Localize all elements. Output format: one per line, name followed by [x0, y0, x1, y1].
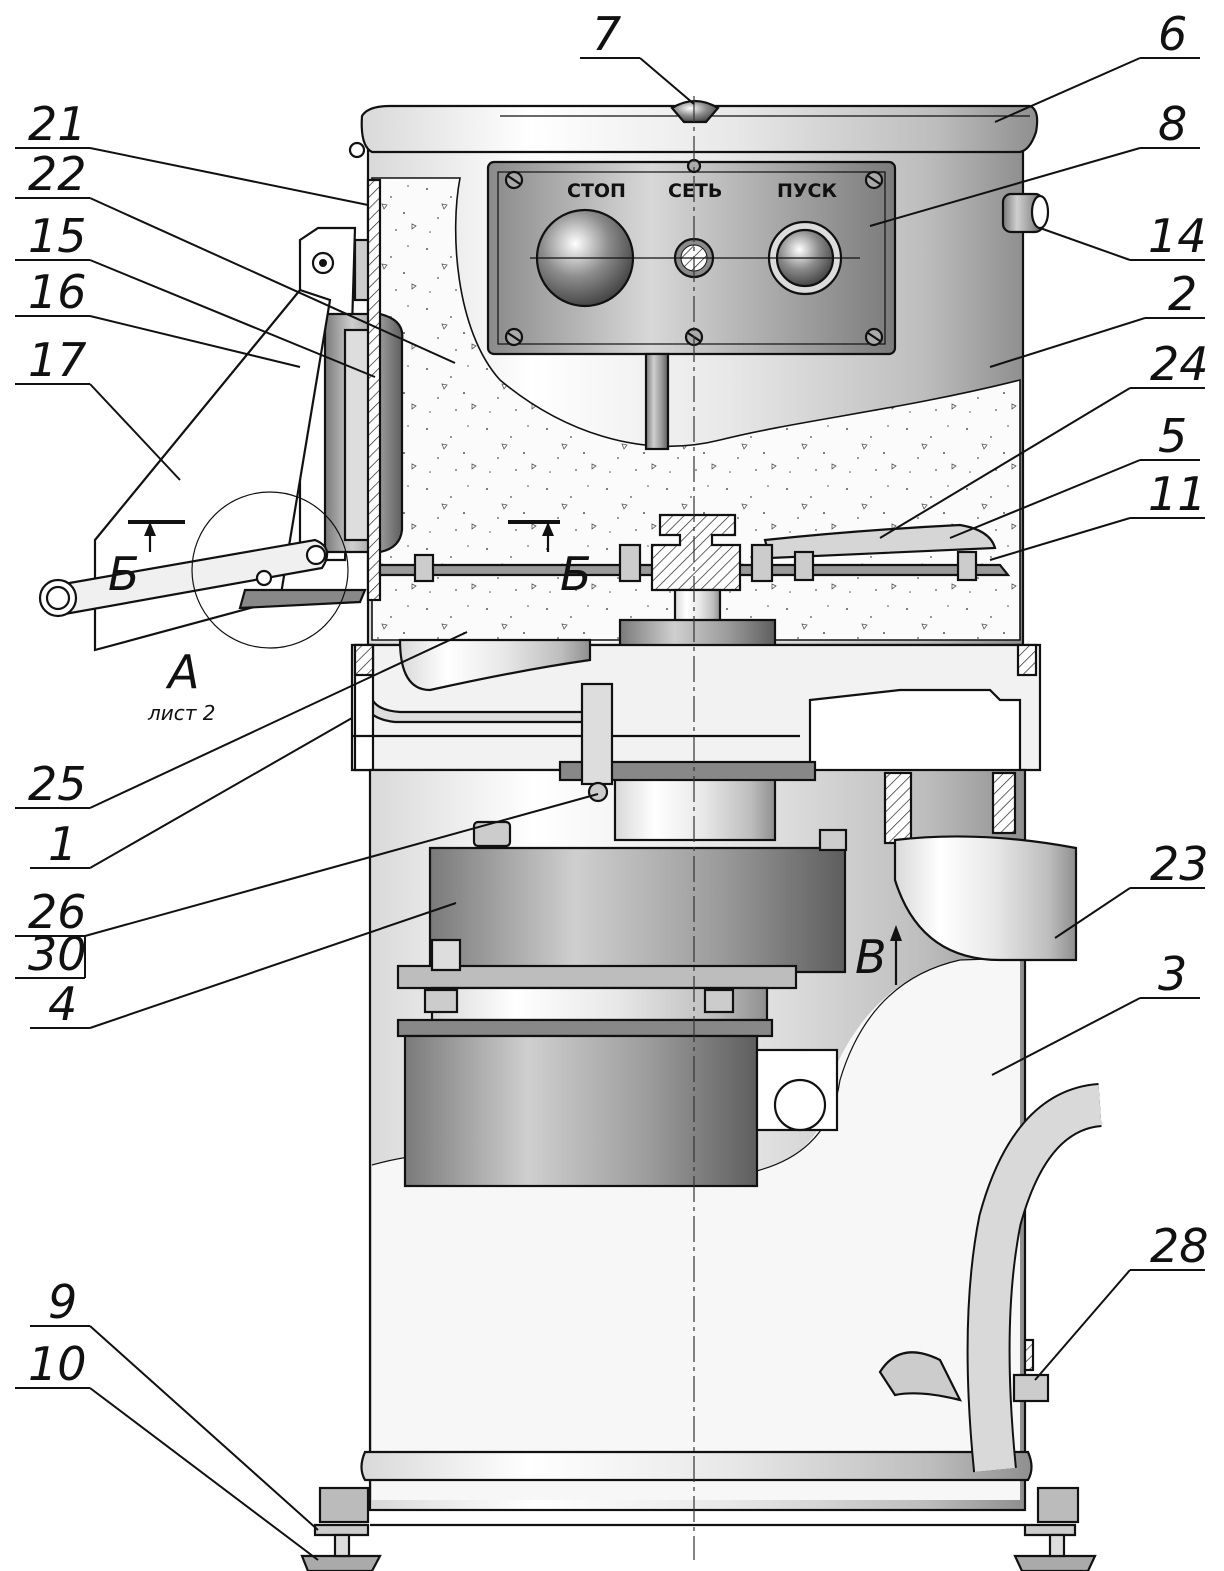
discharge-tray: [398, 638, 592, 692]
callout-5: 5: [1158, 409, 1187, 463]
callout-15: 15: [28, 209, 87, 263]
control-panel: СТОП СЕТЬ ПУСК: [486, 158, 897, 356]
disk-bolts: [413, 543, 978, 583]
panel-stand: [644, 352, 670, 451]
lid-knob: [670, 99, 720, 124]
callout-3: 3: [1158, 947, 1187, 1001]
section-b-right: Б: [560, 547, 592, 601]
water-inlet-fitting: [1001, 192, 1050, 234]
callout-25: 25: [28, 757, 87, 811]
detail-a-label: А: [165, 645, 199, 699]
callout-8: 8: [1158, 97, 1187, 151]
callout-2: 2: [1168, 267, 1197, 321]
callout-1: 1: [48, 817, 77, 871]
callout-4: 4: [48, 977, 77, 1031]
callout-24: 24: [1150, 337, 1209, 391]
drain-branch-pipe: [883, 771, 1078, 962]
callout-21: 21: [28, 97, 87, 151]
callouts: 7 6 21 8 22 15 14 16 2 17 24 5 1: [15, 7, 1209, 1561]
callout-30: 30: [28, 927, 87, 981]
callout-11: 11: [1148, 467, 1207, 521]
adjustable-feet: [300, 1486, 1097, 1571]
lid: [348, 104, 1039, 159]
callout-22: 22: [28, 147, 87, 201]
panel-screws: [504, 158, 884, 347]
base-housing: [350, 638, 1042, 772]
detail-a-circle: [191, 491, 349, 649]
callout-16: 16: [28, 265, 87, 319]
view-v-label: В: [855, 930, 887, 984]
callout-28: 28: [1150, 1219, 1209, 1273]
clamp-bolt: [580, 682, 614, 803]
drain-hose: [878, 1083, 1103, 1473]
motor: [396, 760, 848, 1188]
callout-9: 9: [48, 1275, 77, 1329]
callout-17: 17: [28, 333, 87, 387]
callout-7: 7: [592, 7, 621, 61]
callout-10: 10: [28, 1337, 87, 1391]
grounding-bolt: [1012, 1338, 1050, 1403]
section-b-left: Б: [108, 547, 140, 601]
detail-a-sheet-ref: лист 2: [147, 701, 216, 725]
start-label: ПУСК: [777, 180, 837, 202]
callout-6: 6: [1158, 7, 1187, 61]
section-marks: Б Б В А лист 2: [108, 520, 902, 985]
loading-door: [298, 178, 404, 602]
net-label: СЕТЬ: [668, 180, 722, 202]
callout-26: 26: [28, 885, 87, 939]
callout-14: 14: [1148, 209, 1207, 263]
callout-23: 23: [1150, 837, 1209, 891]
stop-label: СТОП: [567, 180, 626, 202]
